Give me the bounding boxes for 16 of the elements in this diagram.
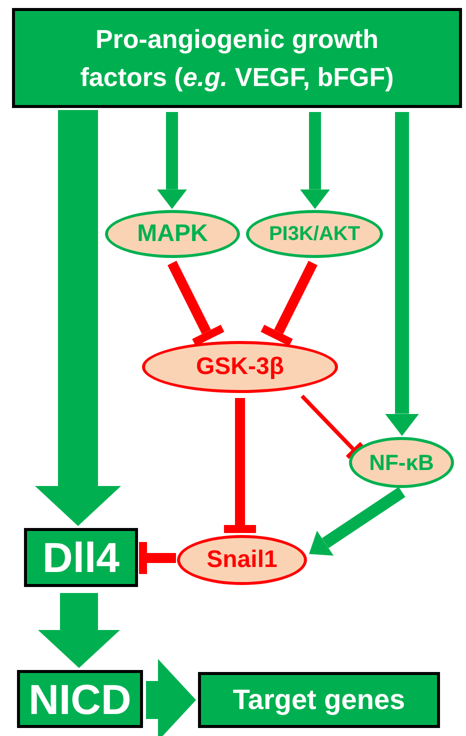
process-box: Target genes bbox=[198, 672, 440, 728]
arrow bbox=[38, 593, 120, 668]
ellipse-node: Snail1 bbox=[177, 535, 307, 585]
arrow bbox=[300, 112, 330, 209]
process-box: NICD bbox=[17, 670, 143, 728]
ellipse-node: GSK-3β bbox=[142, 341, 338, 393]
arrow bbox=[157, 112, 187, 209]
arrow bbox=[146, 659, 196, 736]
ellipse-node: MAPK bbox=[105, 210, 240, 258]
arrow bbox=[385, 112, 419, 436]
arrow bbox=[35, 110, 121, 526]
process-box: Dll4 bbox=[24, 528, 138, 587]
ellipse-node: NF-κB bbox=[349, 437, 454, 488]
arrow bbox=[309, 487, 406, 556]
ellipse-node: PI3K/AKT bbox=[246, 210, 383, 258]
process-box: Pro-angiogenic growth factors (e.g. VEGF, bFGF) bbox=[12, 8, 462, 108]
